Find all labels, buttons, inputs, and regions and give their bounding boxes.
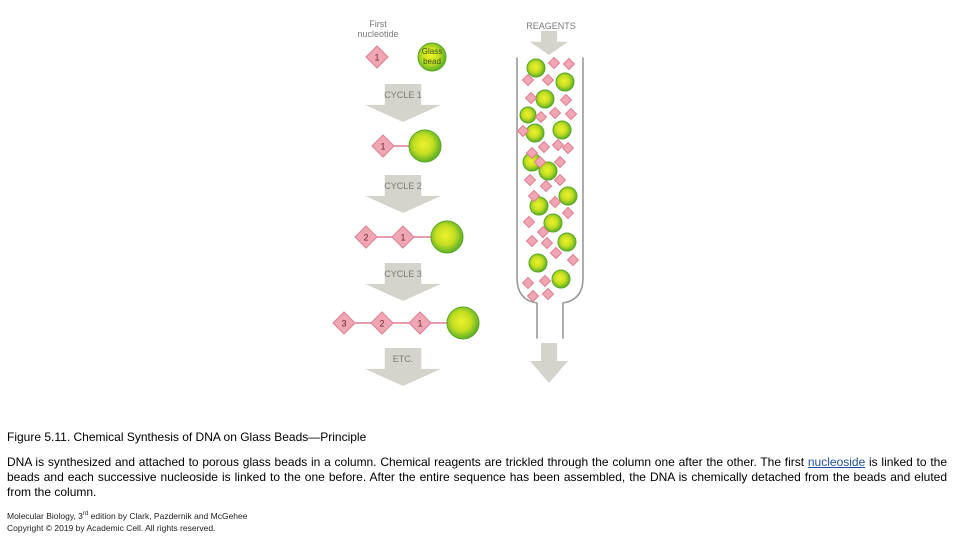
column-nucleotide: [548, 106, 562, 120]
column-bead: [551, 269, 571, 289]
figure-description: DNA is synthesized and attached to porou…: [7, 455, 947, 500]
reagent-inflow-arrow-shape: [530, 31, 568, 55]
cycle-arrows: CYCLE 1 CYCLE 2 CYCLE 3 ETC.: [365, 84, 441, 386]
nucleotide-number: 1: [400, 233, 405, 243]
column-nucleotide: [524, 91, 538, 105]
column-bead: [557, 232, 577, 252]
column-nucleotide: [538, 274, 552, 288]
column-nucleotide: [540, 236, 554, 250]
credit-authors: edition by Clark, Pazdernik and McGehee: [88, 510, 248, 521]
first-nucleotide-label-line1: First: [369, 19, 387, 29]
cycle-arrow-3: CYCLE 3: [365, 263, 441, 301]
nucleotide-number: 2: [363, 233, 368, 243]
eluate-outflow-arrow: [530, 343, 568, 383]
column-bead: [525, 123, 545, 143]
column-nucleotide: [523, 173, 537, 187]
column-nucleotide: [516, 124, 530, 138]
description-text-start: DNA is synthesized and attached to porou…: [7, 455, 808, 469]
column-nucleotide: [536, 225, 550, 239]
first-nucleotide-diamond: 1: [365, 45, 389, 69]
chain: 3 2 1: [332, 306, 480, 340]
glass-bead: [417, 42, 447, 72]
column-contents: [516, 56, 580, 303]
credit-edition-sup: rd: [82, 511, 89, 517]
column-nucleotide: [521, 73, 535, 87]
column-nucleotide: [539, 179, 553, 193]
cycle-label: CYCLE 2: [384, 181, 422, 191]
nucleotide-number: 2: [379, 319, 384, 329]
column-bead: [555, 72, 575, 92]
cycle-arrow-2: CYCLE 2: [365, 175, 441, 213]
column-bead: [538, 161, 558, 181]
column-nucleotide: [521, 276, 535, 290]
column-nucleotide: [547, 56, 561, 70]
column-nucleotide: [553, 173, 567, 187]
figure-title: Figure 5.11. Chemical Synthesis of DNA o…: [7, 430, 367, 444]
column-nucleotide: [527, 189, 541, 203]
glass-bead-label-line2: bead: [423, 57, 441, 66]
eluate-outflow-arrow-shape: [530, 343, 568, 383]
column-nucleotide: [553, 155, 567, 169]
glass-bead-sphere: [417, 42, 447, 72]
column-nucleotide: [559, 93, 573, 107]
column-nucleotide: [566, 253, 580, 267]
cycle-label: CYCLE 1: [384, 90, 422, 100]
nucleotide-number: 1: [374, 53, 379, 63]
column-bead: [552, 120, 572, 140]
first-nucleotide-label-line2: nucleotide: [357, 29, 398, 39]
nucleotide-number: 1: [417, 319, 422, 329]
glass-bead-sphere: [446, 306, 480, 340]
column-nucleotide: [541, 73, 555, 87]
nucleotide-number: 3: [341, 319, 346, 329]
glass-bead-sphere: [430, 220, 464, 254]
column-nucleotide: [548, 195, 562, 209]
column-nucleotide: [562, 57, 576, 71]
column-bead: [526, 58, 546, 78]
cycle-arrow-4: ETC.: [365, 348, 441, 386]
credit-book-title: Molecular Biology, 3: [7, 510, 83, 521]
column-nucleotide: [525, 234, 539, 248]
reagents-label: REAGENTS: [526, 21, 576, 31]
column-nucleotide: [533, 155, 547, 169]
column-nucleotide: [549, 246, 563, 260]
reagent-inflow-arrow: [530, 31, 568, 55]
column-nucleotide: [526, 289, 540, 303]
nucleoside-link[interactable]: nucleoside: [807, 455, 866, 469]
column-bead: [543, 213, 563, 233]
nucleotide-1: 1: [371, 134, 395, 158]
column-nucleotide: [525, 146, 539, 160]
nucleotide-1: 1: [408, 311, 432, 335]
cycle-arrow-1: CYCLE 1: [365, 84, 441, 122]
credit-copyright: Copyright © 2019 by Academic Cell. All r…: [7, 522, 216, 533]
figure-credit: Molecular Biology, 3rd edition by Clark,…: [7, 508, 947, 534]
chain: 1: [371, 129, 442, 163]
nucleotide-1: 1: [391, 225, 415, 249]
column-nucleotide: [561, 206, 575, 220]
nucleotide-1: 1: [365, 45, 389, 69]
column-nucleotide: [534, 110, 548, 124]
cycle-label: ETC.: [393, 354, 414, 364]
column-nucleotide: [564, 107, 578, 121]
nucleotide-number: 1: [380, 142, 385, 152]
column-bead: [535, 89, 555, 109]
synthesis-diagram: First nucleotide 1 Glass bead CYCLE 1CYC…: [332, 19, 584, 386]
cycle-label: CYCLE 3: [384, 269, 422, 279]
column-bead: [528, 253, 548, 273]
nucleotide-3: 3: [332, 311, 356, 335]
glass-bead-column: [516, 57, 584, 339]
column-nucleotide: [541, 287, 555, 301]
nucleotide-2: 2: [354, 225, 378, 249]
column-nucleotide: [561, 141, 575, 155]
nucleotide-2: 2: [370, 311, 394, 335]
column-bead: [519, 106, 537, 124]
column-nucleotide: [522, 215, 536, 229]
column-nucleotide: [537, 140, 551, 154]
column-nucleotide: [551, 138, 565, 152]
column-bead: [558, 186, 578, 206]
description-text-end: is linked to the beads and each successi…: [7, 455, 947, 499]
glass-bead-label-line1: Glass: [422, 47, 442, 56]
glass-bead-sphere: [408, 129, 442, 163]
